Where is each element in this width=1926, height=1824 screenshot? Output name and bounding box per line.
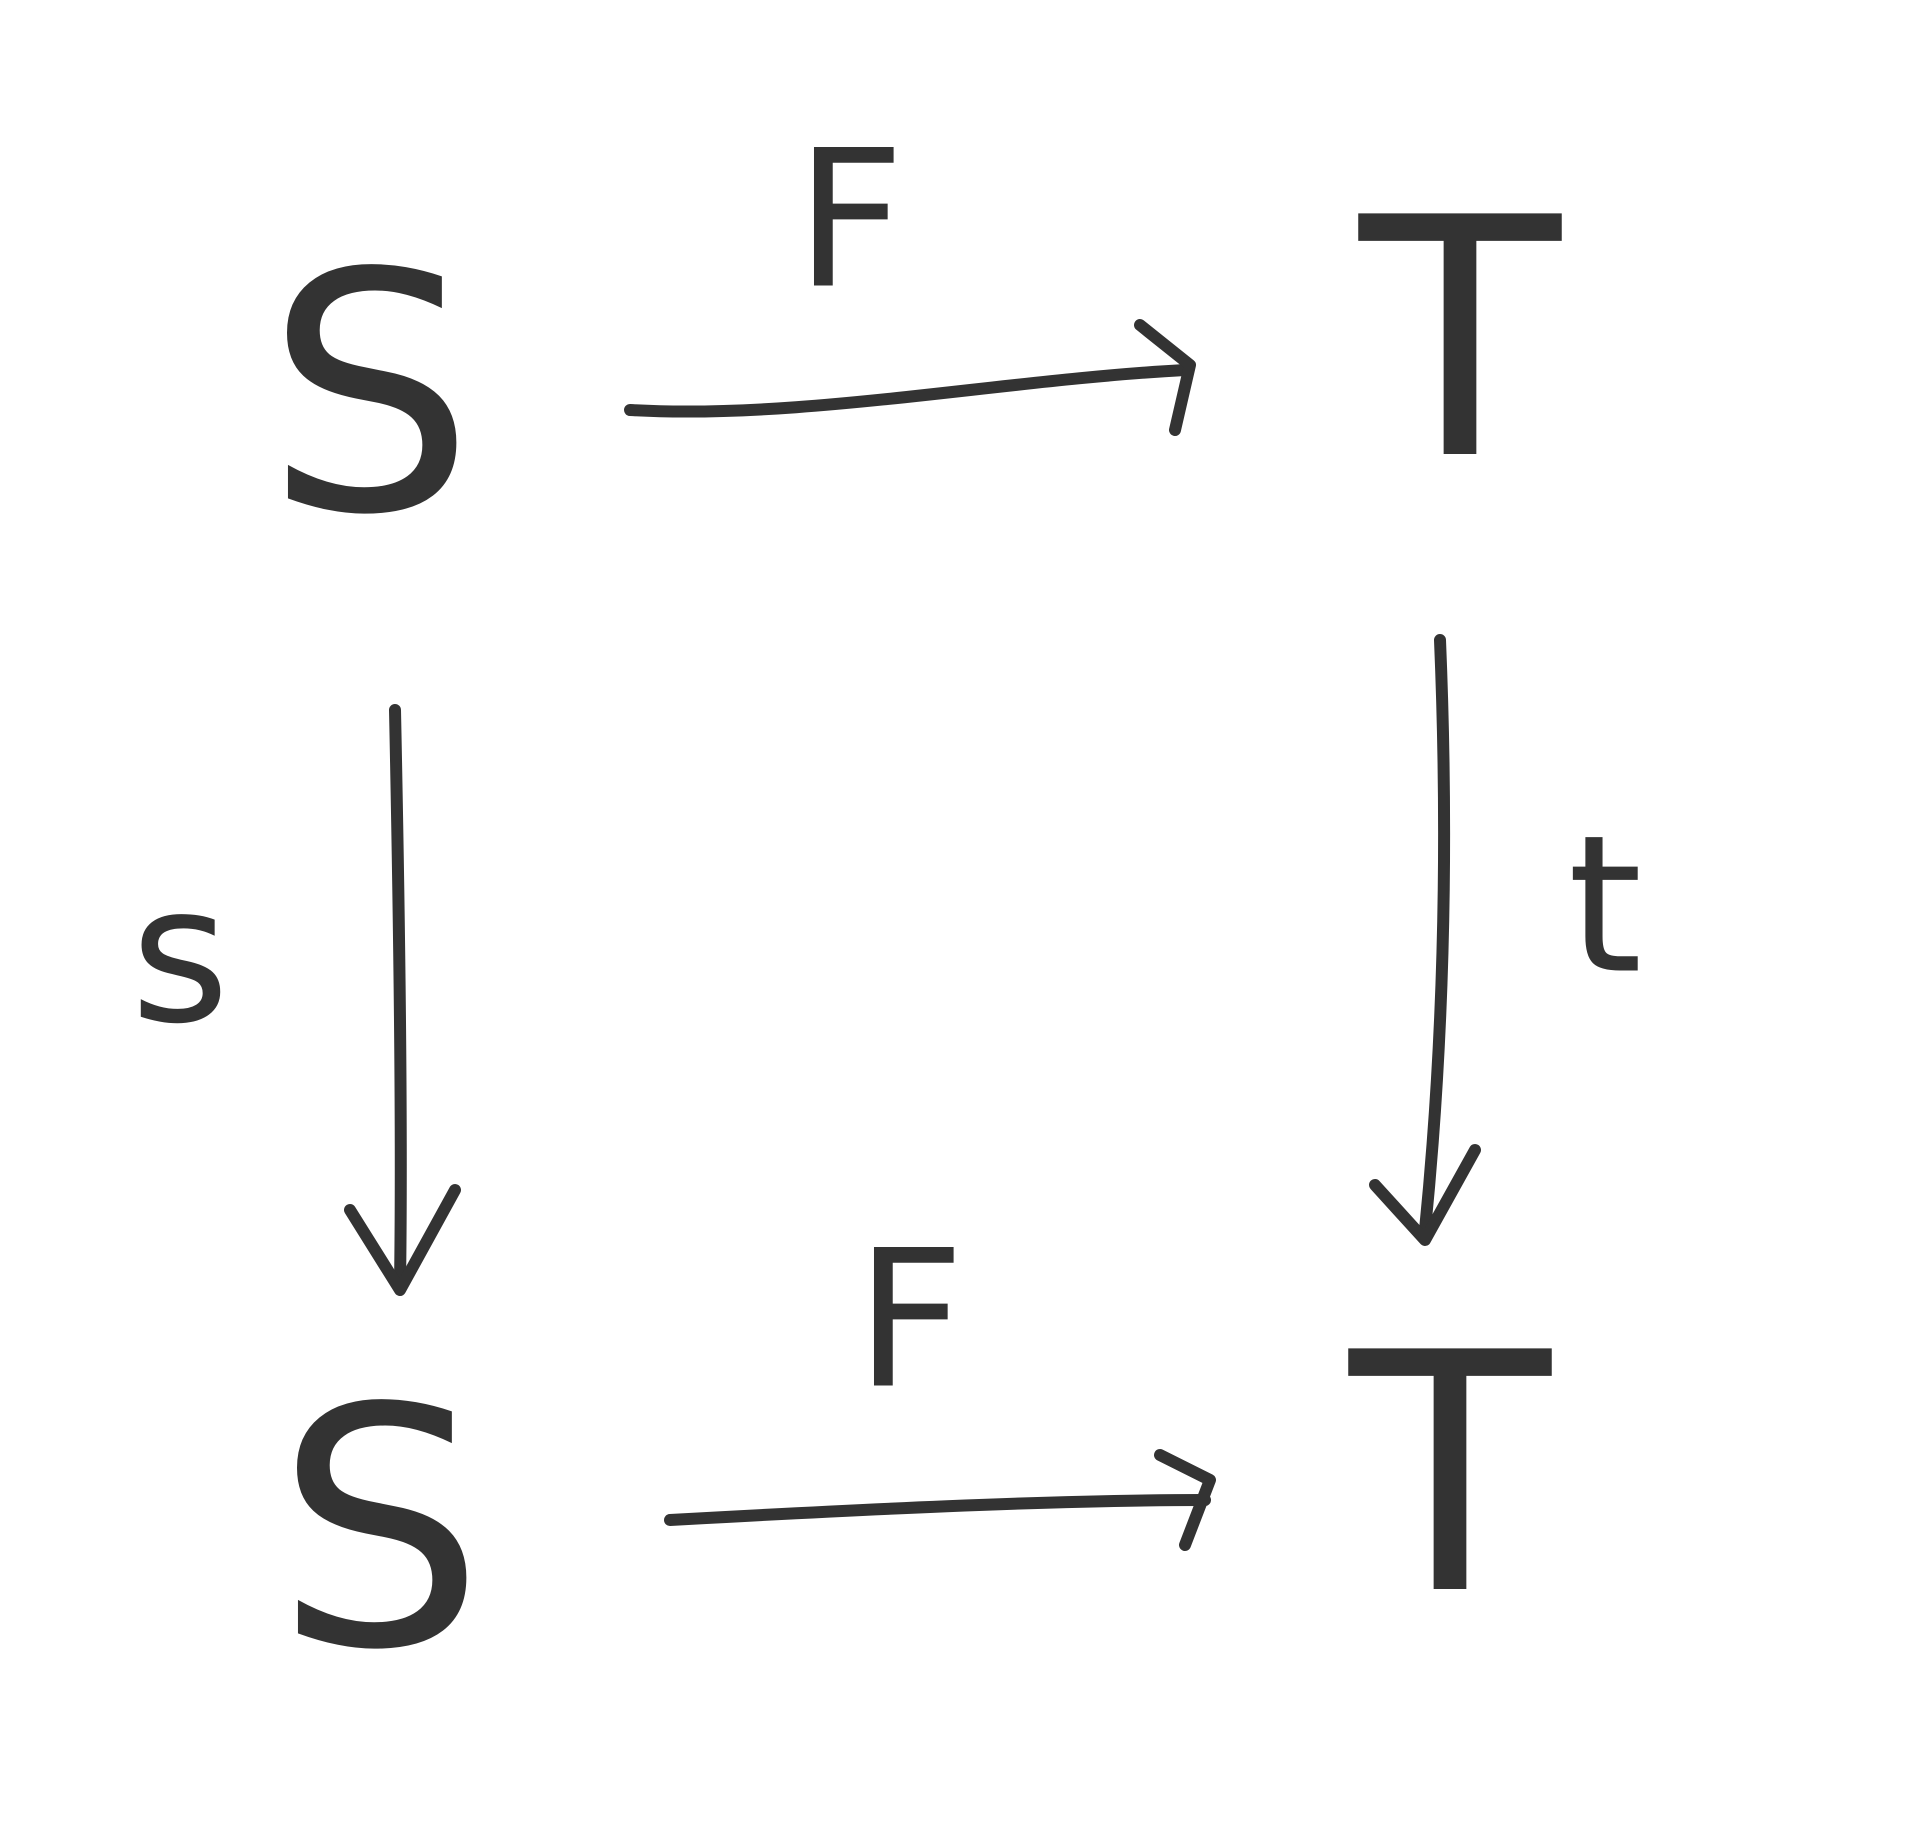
arrow-left-head <box>344 1184 461 1296</box>
arrow-bottom-shaft <box>664 1494 1211 1526</box>
arrow-bottom-label: F <box>855 1210 964 1431</box>
arrow-right-label: t <box>1568 795 1643 1016</box>
arrow-top-label: F <box>795 110 904 331</box>
object-top-right: T <box>1354 148 1565 532</box>
arrow-left <box>344 704 461 1296</box>
object-bottom-right: T <box>1344 1283 1555 1667</box>
arrow-top-head <box>1134 319 1196 436</box>
object-top-left: S <box>265 203 474 587</box>
arrow-left-label: s <box>131 845 230 1066</box>
object-bottom-left: S <box>275 1338 484 1722</box>
arrow-top-shaft <box>624 364 1191 418</box>
arrow-bottom-head <box>1154 1449 1216 1551</box>
arrow-left-shaft <box>389 704 407 1291</box>
arrow-bottom <box>664 1449 1216 1551</box>
arrow-right <box>1369 634 1481 1246</box>
arrow-right-shaft <box>1419 634 1451 1236</box>
arrow-top <box>624 319 1196 436</box>
arrow-right-head <box>1369 1144 1481 1246</box>
